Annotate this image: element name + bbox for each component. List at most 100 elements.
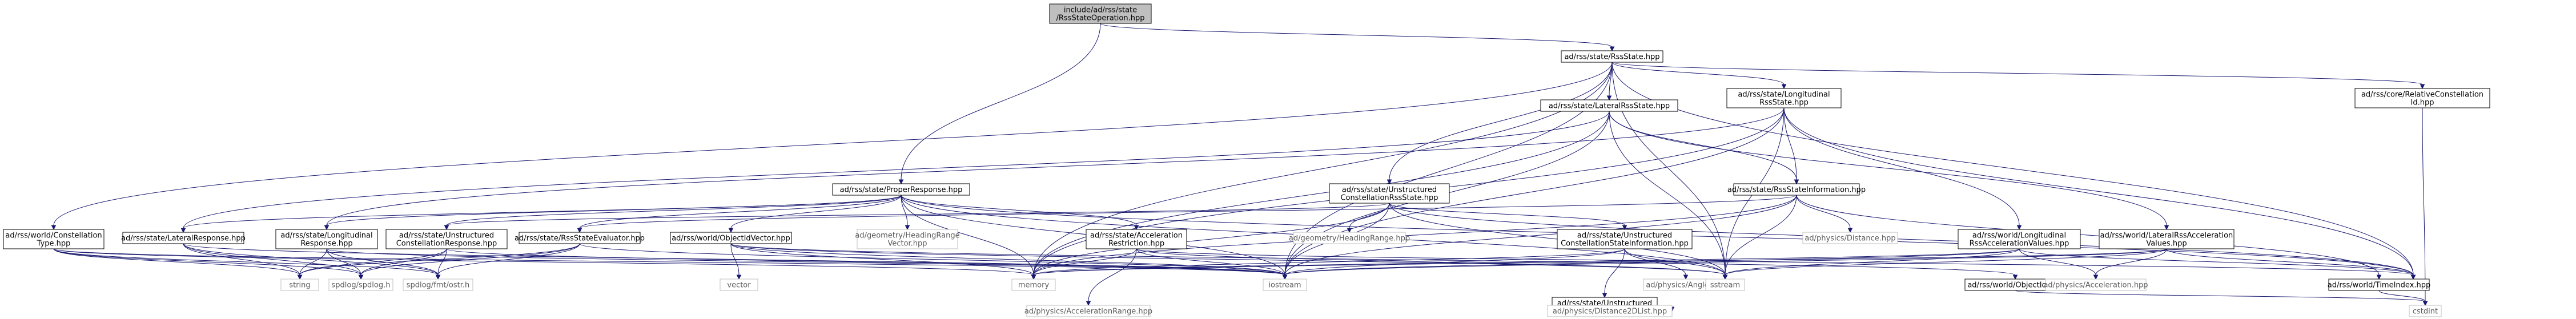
node-label: string [289, 281, 310, 290]
node-evaluator[interactable]: ad/rss/state/RssStateEvaluator.hpp [515, 232, 645, 244]
node-cstdint: cstdint [2409, 305, 2442, 317]
node-label: spdlog/spdlog.h [332, 281, 391, 290]
node-sstream: sstream [1705, 278, 1745, 291]
node-label: Id.hpp [2411, 99, 2434, 107]
edge-root-to-proper [898, 23, 1101, 185]
node-box [2099, 229, 2235, 249]
node-box [2354, 88, 2490, 108]
node-box [1011, 278, 1056, 291]
edge-proper-to-evaluator [577, 195, 902, 233]
node-label: iostream [1268, 281, 1301, 290]
edge-evaluator-to-string [297, 243, 580, 280]
node-label: vector [727, 281, 751, 290]
node-label: ad/rss/state/RssStateEvaluator.hpp [515, 235, 645, 243]
node-box [1263, 278, 1307, 291]
edge-lataccel-to-memory [1031, 248, 2167, 280]
edge-root-to-rssstate [1100, 23, 1615, 52]
node-label: ad/rss/state/LateralRssState.hpp [1549, 102, 1670, 111]
node-box [1540, 99, 1678, 112]
node-objvector[interactable]: ad/rss/world/ObjectIdVector.hpp [670, 232, 792, 244]
node-label: ad/physics/AccelerationRange.hpp [1024, 308, 1152, 316]
node-label: Type.hpp [37, 240, 71, 248]
edge-rssstate-to-consttype [51, 62, 1613, 231]
edge-rssstate-to-unstructstate [1387, 62, 1613, 185]
edge-consttype-to-string [53, 248, 303, 280]
edge-rssinfo-to-evaluator [577, 195, 1797, 233]
node-iostream: iostream [1263, 278, 1307, 291]
edge-rssinfo-to-timeindex [1796, 195, 2382, 280]
node-box [2409, 305, 2442, 317]
node-box [1733, 183, 1860, 196]
node-label: ad/physics/Acceleration.hpp [2043, 281, 2148, 290]
edge-timeindex-to-cstdint [2378, 290, 2428, 306]
edge-lateralrss-to-rssinfo [1609, 111, 1799, 185]
node-lateralrss[interactable]: ad/rss/state/LateralRssState.hpp [1540, 99, 1678, 112]
node-box [122, 232, 244, 244]
node-label: ad/rss/state/Unstructured [1342, 186, 1437, 195]
node-box [275, 229, 378, 249]
node-label: spdlog/fmt/ostr.h [407, 281, 470, 290]
node-label: ad/geometry/HeadingRange.hpp [1289, 235, 1410, 243]
node-box [328, 278, 393, 291]
node-box [1958, 229, 2081, 249]
node-box [2328, 278, 2430, 291]
node-rssstate[interactable]: ad/rss/state/RssState.hpp [1561, 50, 1663, 63]
node-box [2045, 278, 2147, 291]
node-box [1802, 232, 1898, 244]
node-unstructinfo[interactable]: ad/rss/state/UnstructuredConstellationSt… [1557, 229, 1693, 249]
node-unstructresp[interactable]: ad/rss/state/UnstructuredConstellationRe… [385, 229, 508, 249]
edge-proper-to-lateralresp [180, 195, 902, 233]
node-box [720, 278, 758, 291]
node-label: ad/physics/Distance2DList.hpp [1553, 308, 1667, 316]
edge-longrss-to-limits [1783, 107, 2416, 280]
edge-longrss-to-longresp [324, 107, 1785, 231]
node-label: Restriction.hpp [1108, 240, 1164, 248]
edge-proper-to-objvector [728, 195, 902, 233]
node-label: ad/rss/state/Longitudinal [280, 232, 372, 240]
node-distance: ad/physics/Distance.hpp [1802, 232, 1898, 244]
node-label: ad/rss/world/TimeIndex.hpp [2328, 281, 2431, 290]
node-lataccel[interactable]: ad/rss/world/LateralRssAccelerationValue… [2099, 229, 2235, 249]
node-spdlog: spdlog/spdlog.h [328, 278, 393, 291]
node-proper[interactable]: ad/rss/state/ProperResponse.hpp [832, 183, 970, 196]
node-rssinfo[interactable]: ad/rss/state/RssStateInformation.hpp [1727, 183, 1866, 196]
node-label: /RssStateOperation.hpp [1056, 14, 1145, 23]
node-box [1026, 305, 1151, 317]
node-box [857, 229, 958, 249]
node-label: ad/rss/state/Longitudinal [1738, 91, 1830, 99]
node-longaccel[interactable]: ad/rss/world/LongitudinalRssAcceleration… [1958, 229, 2081, 249]
node-label: RssAccelerationValues.hpp [1970, 240, 2069, 248]
edge-unstructstate-to-unstructinfo [1389, 203, 1627, 231]
node-label: ConstellationRssState.hpp [1340, 194, 1438, 203]
node-label: memory [1018, 281, 1050, 290]
node-label: RssState.hpp [1759, 99, 1809, 107]
edge-evaluator-to-fmt [435, 243, 580, 280]
node-box [1726, 88, 1842, 108]
node-box [3, 229, 105, 249]
node-label: ad/rss/world/ObjectIdVector.hpp [672, 235, 790, 243]
edge-rssstate-to-longrss [1611, 62, 1787, 90]
node-timeindex[interactable]: ad/rss/world/TimeIndex.hpp [2328, 278, 2431, 291]
node-unstructstate[interactable]: ad/rss/state/UnstructuredConstellationRs… [1329, 183, 1450, 204]
node-label: ad/rss/world/Longitudinal [1972, 232, 2066, 240]
edge-lateralrss-to-lateralresp [180, 111, 1610, 233]
node-label: Response.hpp [300, 240, 352, 248]
node-box [385, 229, 508, 249]
node-lateralresp[interactable]: ad/rss/state/LateralResponse.hpp [121, 232, 246, 244]
node-vector: vector [720, 278, 758, 291]
node-box [1561, 50, 1663, 63]
node-objectid[interactable]: ad/rss/world/ObjectId.hpp [1964, 278, 2066, 291]
edge-rssstate-to-relconst [1611, 62, 2425, 90]
node-label: ad/rss/state/Unstructured [399, 232, 494, 240]
node-root[interactable]: include/ad/rss/state/RssStateOperation.h… [1049, 3, 1152, 24]
edge-unstructinfo-to-angle [1624, 248, 1689, 280]
edge-objectid-to-cstdint [2015, 290, 2428, 306]
edge-lateralrss-to-memory [1031, 111, 1610, 280]
